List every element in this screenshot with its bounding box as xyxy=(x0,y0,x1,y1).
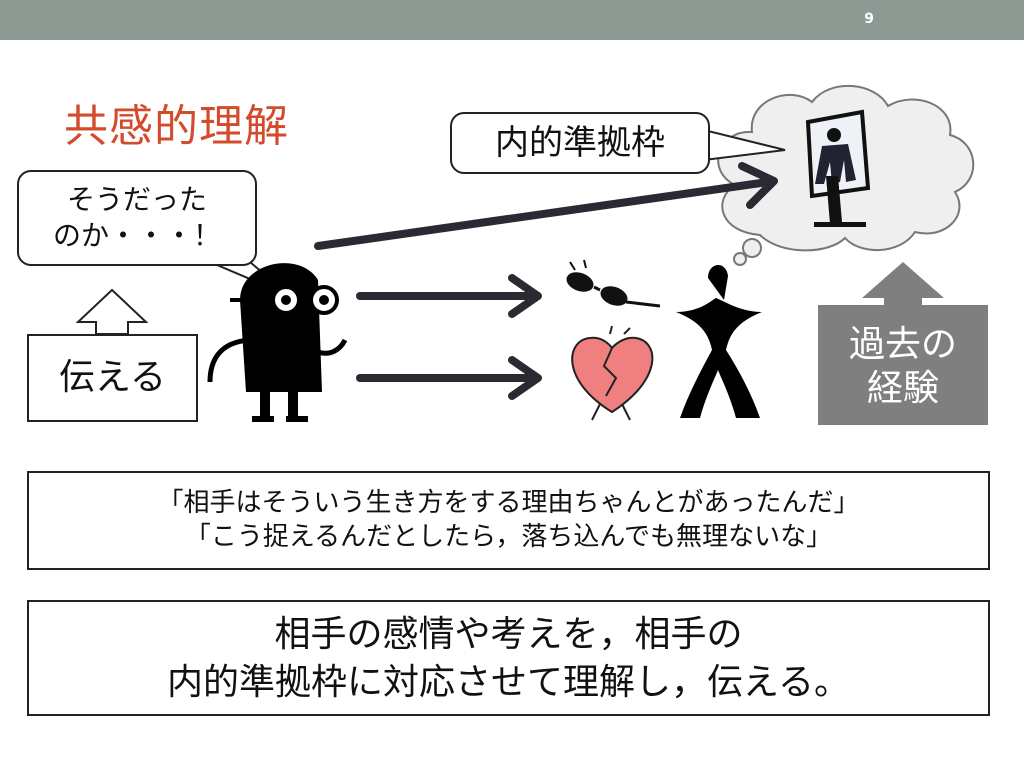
past-line-2: 経験 xyxy=(866,368,939,409)
person-in-frame-icon xyxy=(805,109,871,227)
quote-line-1: 「相手はそういう生き方をする理由ちゃんとがあったんだ」 xyxy=(157,488,860,518)
person-figure-icon xyxy=(676,264,762,418)
arrow-to-frame-icon xyxy=(314,162,778,250)
character-with-glasses-icon xyxy=(207,263,348,422)
frame-label-callout: 内的準拠枠 xyxy=(450,112,710,174)
summary-line-2: 内的準拠枠に対応させて理解し，伝える。 xyxy=(167,662,850,703)
up-arrow-gray-icon xyxy=(862,262,944,306)
page-number: 9 xyxy=(864,11,874,27)
summary-box: 相手の感情や考えを，相手の 内的準拠枠に対応させて理解し，伝える。 xyxy=(27,600,990,716)
arrow-to-heart-icon xyxy=(356,356,542,400)
past-experience-box: 過去の 経験 xyxy=(818,305,988,425)
arrow-to-glasses-icon xyxy=(356,274,542,318)
slide-title: 共感的理解 xyxy=(64,101,289,152)
quote-box: 「相手はそういう生き方をする理由ちゃんとがあったんだ」 「こう捉えるんだとしたら… xyxy=(27,471,990,570)
quote-line-2: 「こう捉えるんだとしたら，落ち込んでも無理ないな」 xyxy=(184,522,833,552)
past-line-1: 過去の xyxy=(848,324,957,365)
glasses-icon xyxy=(566,259,661,308)
speech-line-1: そうだった xyxy=(66,183,207,216)
speech-bubble: そうだった のか・・・！ xyxy=(17,170,257,266)
broken-heart-icon xyxy=(571,325,654,421)
convey-box: 伝える xyxy=(27,334,198,422)
summary-line-1: 相手の感情や考えを，相手の xyxy=(274,614,743,655)
speech-line-2: のか・・・！ xyxy=(52,219,221,252)
up-arrow-outline-icon xyxy=(75,288,149,335)
top-bar xyxy=(0,0,1024,40)
